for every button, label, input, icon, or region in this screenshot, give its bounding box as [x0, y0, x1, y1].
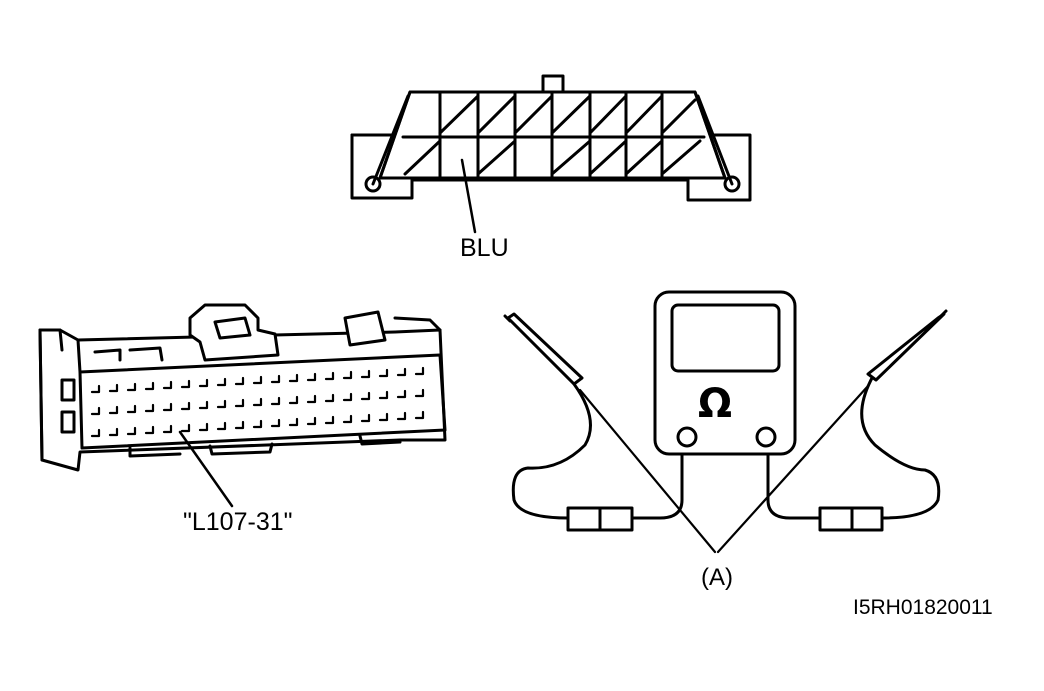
ohmmeter-drawing [631, 290, 824, 520]
blu-label: BLU [460, 234, 509, 262]
l107-terminal-cavities [90, 366, 425, 438]
callout-a-label: (A) [701, 564, 733, 591]
figure-code-label: I5RH01820011 [853, 596, 993, 619]
l107-leader-line [178, 430, 234, 508]
blu-connector-drawing [350, 74, 752, 202]
callout-a-leaders [578, 384, 870, 554]
l107-connector-drawing [38, 303, 447, 472]
left-test-probe [503, 312, 634, 532]
connector-terminal-label: "L107-31" [183, 508, 293, 536]
right-test-probe [818, 309, 948, 532]
blu-leader-line [460, 158, 477, 234]
ohm-symbol-icon: Ω [698, 381, 733, 427]
